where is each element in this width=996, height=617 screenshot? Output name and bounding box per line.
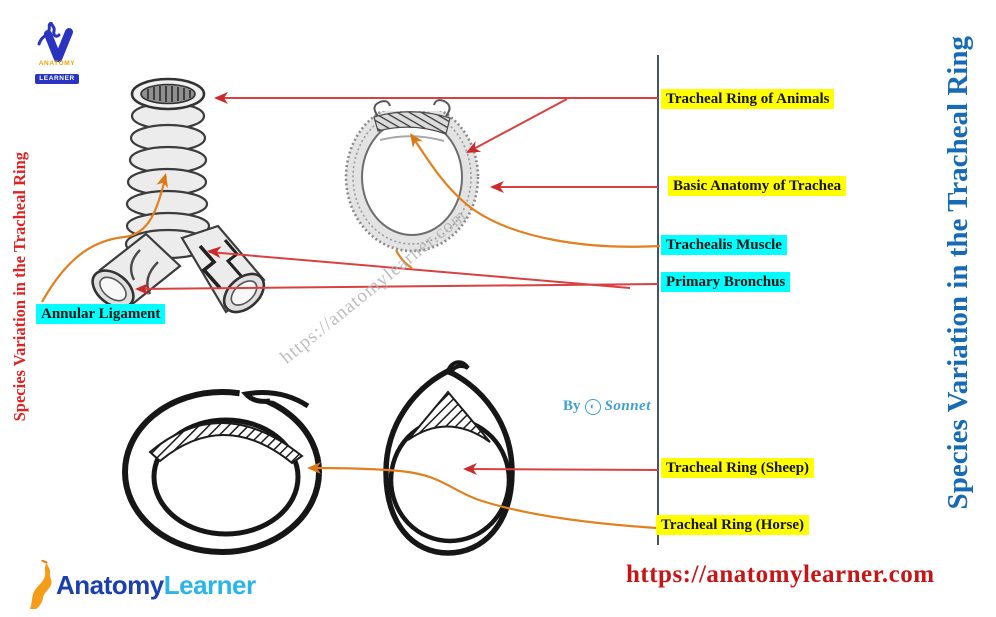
arrow-icon — [214, 92, 228, 104]
site-url-link[interactable]: https://anatomylearner.com — [626, 561, 935, 588]
anatomylearner-logo-top: ANATOMY LEARNER — [28, 22, 86, 85]
label-basic-anatomy-of-trachea: Basic Anatomy of Trachea — [668, 176, 847, 196]
arrow-icon — [466, 141, 482, 153]
arrow-icon — [156, 173, 168, 189]
leader-primary-bronchus-left — [136, 283, 659, 290]
sonnet-icon: ◐ — [584, 398, 601, 415]
leader-tracheal-ring-animals-branch — [467, 98, 568, 153]
deer-icon — [30, 560, 52, 609]
right-vertical-title: Species Variation in the Tracheal Ring — [942, 36, 974, 510]
logo-top-learner-text: LEARNER — [35, 73, 79, 84]
byline-name-text: Sonnet — [604, 398, 651, 414]
arrow-icon — [307, 462, 321, 474]
label-tracheal-ring-horse: Tracheal Ring (Horse) — [656, 515, 810, 535]
arrow-icon — [207, 246, 222, 259]
label-tracheal-ring-of-animals: Tracheal Ring of Animals — [661, 89, 835, 109]
sheep-ring-illustration — [383, 360, 515, 556]
arrow-icon — [463, 463, 477, 475]
logo-top-anatomy-text: ANATOMY — [38, 60, 76, 67]
trachea-illustration — [91, 77, 266, 314]
deer-v-icon — [37, 22, 73, 62]
tracheal-opening-hatch — [147, 86, 191, 102]
logo-bottom-anatomy-text: Anatomy — [56, 569, 164, 600]
red-leader-lines — [135, 92, 659, 475]
arrow-icon — [490, 181, 504, 193]
leader-annular-ligament — [41, 175, 168, 303]
leader-primary-bronchus-bifurcation — [208, 251, 631, 289]
label-tracheal-ring-sheep: Tracheal Ring (Sheep) — [661, 458, 815, 478]
logo-bottom-learner-text: Learner — [163, 569, 256, 600]
arrow-icon — [410, 133, 423, 148]
leader-trachealis-muscle — [411, 135, 661, 248]
orange-leader-lines — [41, 133, 661, 530]
horse-ring-illustration — [122, 381, 322, 555]
label-trachealis-muscle: Trachealis Muscle — [661, 235, 787, 255]
byline-by-text: By — [563, 398, 581, 414]
left-vertical-title: Species Variation in the Tracheal Ring — [10, 152, 29, 422]
byline: By ◐ Sonnet — [563, 398, 651, 415]
leader-sheep-ring — [464, 468, 659, 471]
leader-horse-ring — [308, 466, 658, 530]
trachealis-curve-tail — [395, 249, 413, 269]
arrow-icon — [135, 283, 149, 295]
label-primary-bronchus: Primary Bronchus — [661, 272, 791, 292]
trachealis-muscle-band — [373, 111, 451, 135]
label-annular-ligament: Annular Ligament — [36, 304, 166, 324]
